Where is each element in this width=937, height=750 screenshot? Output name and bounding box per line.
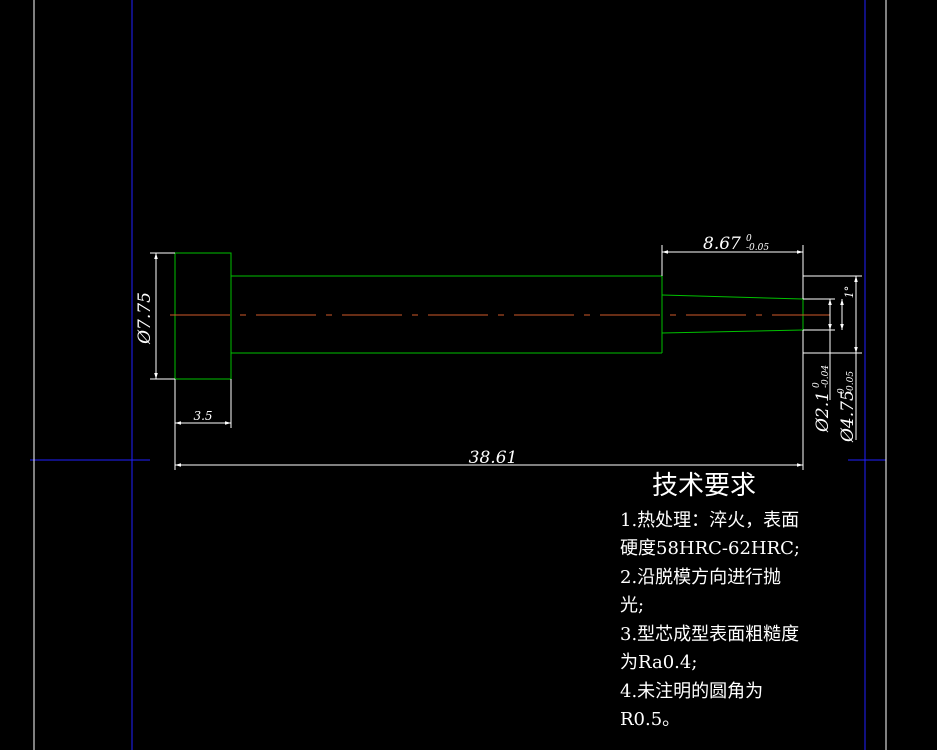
technical-requirements: 技术要求 1.热处理：淬火，表面 硬度58HRC-62HRC; 2.沿脱模方向进… — [620, 471, 800, 730]
requirements-title: 技术要求 — [652, 471, 756, 501]
drawing-frame — [30, 0, 886, 750]
tip-small-diameter-label: Ø2.1 — [813, 391, 833, 433]
tip-lower-taper — [661, 329, 804, 334]
tip-length-tol-lower: -0.05 — [746, 243, 769, 253]
tip-length-tol-upper: 0 — [746, 234, 752, 244]
shaft-tol-upper: 0 — [837, 388, 847, 394]
tip-small-tol-lower: -0.04 — [821, 365, 831, 388]
part-head — [174, 252, 232, 380]
head-length-label: 3.5 — [193, 409, 212, 423]
requirement-line-6: 为Ra0.4; — [620, 652, 697, 673]
shaft-diameter-annotation: Ø4.75 0 -0.05 — [837, 371, 858, 443]
tip-small-tol-upper: 0 — [812, 382, 822, 388]
head-diameter-label: Ø7.75 — [135, 292, 155, 345]
tip-upper-taper — [661, 294, 804, 300]
requirement-line-4: 光; — [620, 595, 644, 616]
taper-angle-label: 1° — [843, 286, 856, 299]
requirement-line-2: 硬度58HRC-62HRC; — [620, 538, 800, 559]
requirement-line-3: 2.沿脱模方向进行抛 — [620, 567, 781, 588]
total-length-label: 38.61 — [469, 448, 518, 468]
part-outline — [174, 252, 804, 380]
requirement-line-7: 4.未注明的圆角为 — [620, 681, 763, 702]
shaft-diameter-label: Ø4.75 — [838, 390, 858, 443]
tip-length-label: 8.67 — [703, 234, 741, 254]
tip-diameter-annotation: Ø2.1 0 -0.04 — [812, 365, 833, 433]
requirement-line-8: R0.5。 — [620, 709, 680, 730]
outer-frame — [33, 0, 887, 750]
dimension-lines — [150, 245, 862, 470]
shaft-tol-lower: -0.05 — [846, 371, 856, 394]
requirement-line-1: 1.热处理：淬火，表面 — [620, 510, 799, 531]
requirement-line-5: 3.型芯成型表面粗糙度 — [620, 624, 799, 645]
